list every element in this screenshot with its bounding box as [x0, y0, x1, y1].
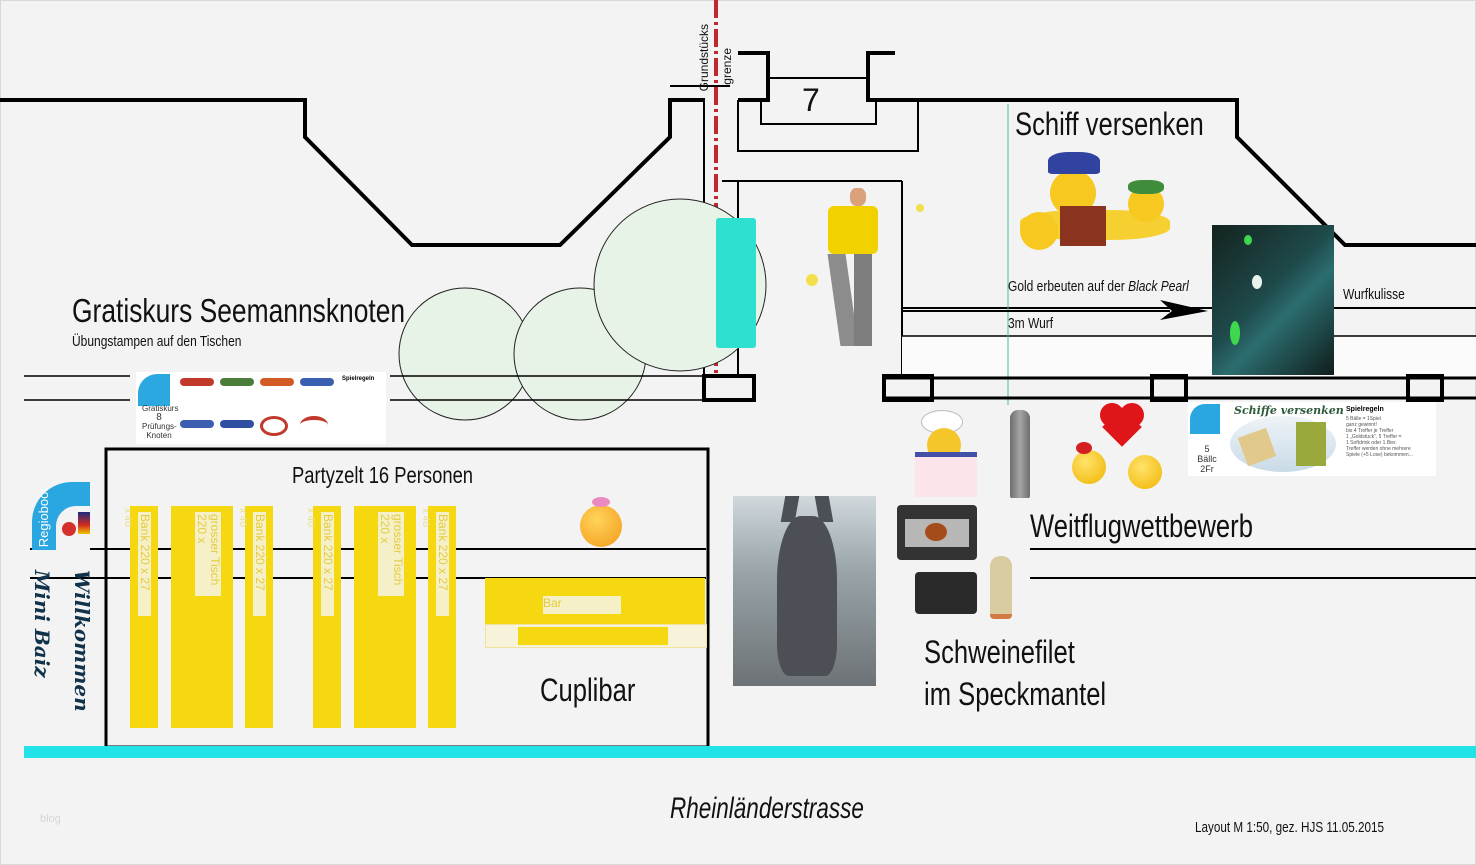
heart-balloon-icon — [1100, 403, 1144, 447]
tent-title: Partyzelt 16 Personen — [292, 462, 474, 488]
arrow-head — [1160, 300, 1208, 320]
right-building-wall — [905, 98, 1476, 247]
pirate-emoticons-image — [1010, 150, 1174, 270]
table-1: grosser Tisch 220 x — [171, 506, 233, 728]
grill-case-icon — [915, 572, 977, 614]
property-line-label-1: Grundstücks — [697, 24, 711, 92]
left-building-wall — [0, 98, 705, 247]
water-basin — [716, 218, 756, 348]
gas-cylinder-icon — [1010, 410, 1030, 498]
propane-tank-icon — [990, 556, 1012, 619]
boy-emoticon — [1128, 455, 1162, 489]
layout-credit: Layout M 1:50, gez. HJS 11.05.2015 — [1195, 819, 1385, 836]
knot-7 — [260, 416, 288, 436]
ship-game-poster: 5 Bällc 2Fr Schiffe versenken Spielregel… — [1188, 402, 1436, 476]
regioboot-logo: Regioboot — [32, 482, 90, 550]
unit-7-outline — [760, 100, 877, 125]
girl-emoticon — [1072, 442, 1106, 484]
grill-icon — [897, 505, 977, 560]
gold-caption: Gold erbeuten auf der Black Pearl — [1008, 278, 1189, 295]
knot-course-poster: Gratiskurs 8 Prüfungs- Knoten Spielregel… — [136, 372, 386, 444]
ship-game-title: Schiff versenken — [1015, 106, 1204, 142]
throw-distance-label: 3m Wurf — [1008, 315, 1054, 332]
poster-text: Gratiskurs 8 Prüfungs- Knoten — [142, 404, 179, 440]
bar-back-counter — [485, 624, 707, 648]
balloon-contest-title: Weitflugwettbewerb — [1030, 508, 1253, 544]
regioboot-logo-small — [138, 374, 170, 406]
property-line-label-2: grenze — [720, 48, 734, 85]
kiss-emoticon — [580, 497, 622, 547]
price-text: 5 Bällc 2Fr — [1197, 444, 1217, 474]
bench-1-size: x 40 — [122, 508, 133, 527]
knot-course-subtitle: Übungstampen auf den Tischen — [72, 333, 242, 350]
street-edge — [24, 746, 1476, 758]
pirate-ship-backdrop-image — [1212, 225, 1334, 375]
backdrop-label: Wurfkulisse — [1343, 286, 1405, 303]
throw-zone-gravel — [902, 336, 1476, 376]
knot-course-title: Gratiskurs Seemannsknoten — [72, 292, 406, 329]
knot-4 — [300, 378, 334, 386]
knot-1 — [180, 378, 214, 386]
ship-poster-rules-title: Spielregeln — [1346, 406, 1384, 413]
grill-label-1: Schweinefilet — [924, 634, 1075, 670]
bench-3: Bank 220 x 27 — [313, 506, 341, 728]
ship-poster-rules: 5 Bälle = 1Spiel ganz gewinnt! bis 4 Tre… — [1346, 416, 1413, 458]
unit-number: 7 — [802, 82, 820, 118]
knot-5 — [180, 420, 214, 428]
cat-photo — [733, 496, 876, 686]
cuplibar-label: Cuplibar — [540, 672, 636, 708]
grill-label-2: im Speckmantel — [924, 676, 1107, 712]
knot-3 — [260, 378, 294, 386]
knot-6 — [220, 420, 254, 428]
ship-illustration — [1230, 416, 1336, 472]
bench-4-size: x 40 — [420, 508, 431, 527]
bench-2-size: x 40 — [237, 508, 248, 527]
poster-rules-title: Spielregeln — [342, 376, 375, 382]
chef-emoticon — [915, 410, 977, 498]
bench-4: Bank 220 x 27 — [428, 506, 456, 728]
watermark: blog — [40, 813, 61, 825]
ship-poster-title: Schiffe versenken — [1234, 404, 1344, 417]
bar-label: Bar — [543, 596, 621, 614]
bench-2: Bank 220 x 27 — [245, 506, 273, 728]
bar-counter: Bar — [485, 578, 705, 624]
welcome-line-2: Mini Baiz — [30, 570, 54, 678]
table-2: grosser Tisch 220 x — [354, 506, 416, 728]
knot-2 — [220, 378, 254, 386]
thrower-figure — [800, 188, 930, 358]
bench-1: Bank 220 x 27 — [130, 506, 158, 728]
welcome-line-1: Willkommen — [70, 570, 94, 712]
regioboot-logo-poster — [1190, 404, 1220, 434]
bench-3-size: x 40 — [305, 508, 316, 527]
street-name: Rheinländerstrasse — [670, 792, 864, 825]
knot-8 — [300, 416, 328, 434]
